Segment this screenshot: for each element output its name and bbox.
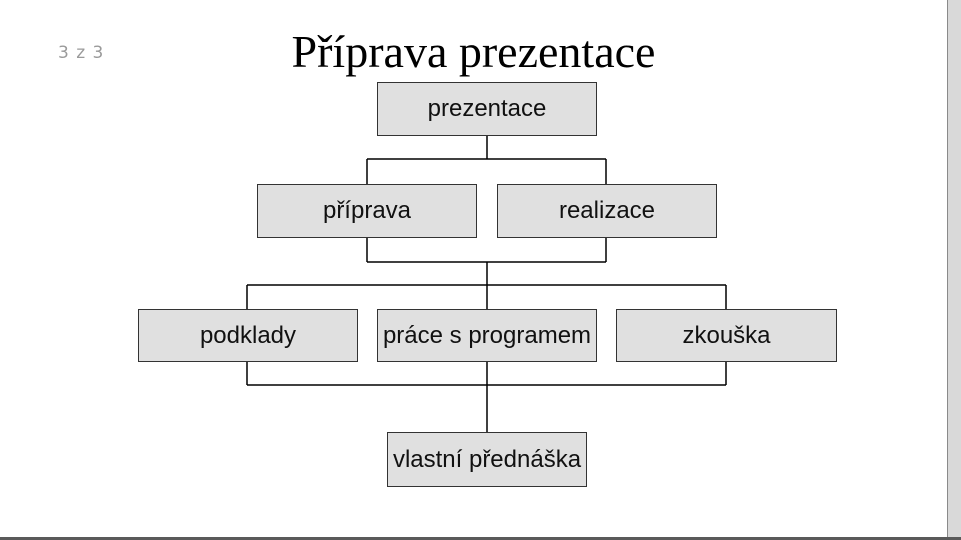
node-preparation: příprava: [257, 184, 477, 238]
node-final-lecture: vlastní přednáška: [387, 432, 587, 487]
node-rehearsal: zkouška: [616, 309, 837, 362]
connector-lines: [246, 136, 727, 432]
node-program-work-label: práce s programem: [382, 321, 592, 349]
slide: 3 z 3 Příprava prezentace: [58, 26, 837, 487]
window-edge-right: [947, 0, 961, 540]
node-materials-label: podklady: [199, 321, 297, 349]
node-root: prezentace: [377, 82, 597, 136]
page-counter: 3 z 3: [58, 43, 105, 63]
window-edge-bottom: [0, 537, 961, 540]
slide-title: Příprava prezentace: [291, 26, 656, 77]
node-final-lecture-label: vlastní přednáška: [392, 445, 582, 473]
node-realization: realizace: [497, 184, 717, 238]
node-program-work: práce s programem: [377, 309, 597, 362]
node-preparation-label: příprava: [322, 197, 412, 224]
node-rehearsal-label: zkouška: [682, 321, 771, 349]
node-materials: podklady: [138, 309, 358, 362]
node-root-label: prezentace: [427, 95, 547, 122]
node-realization-label: realizace: [558, 197, 656, 224]
